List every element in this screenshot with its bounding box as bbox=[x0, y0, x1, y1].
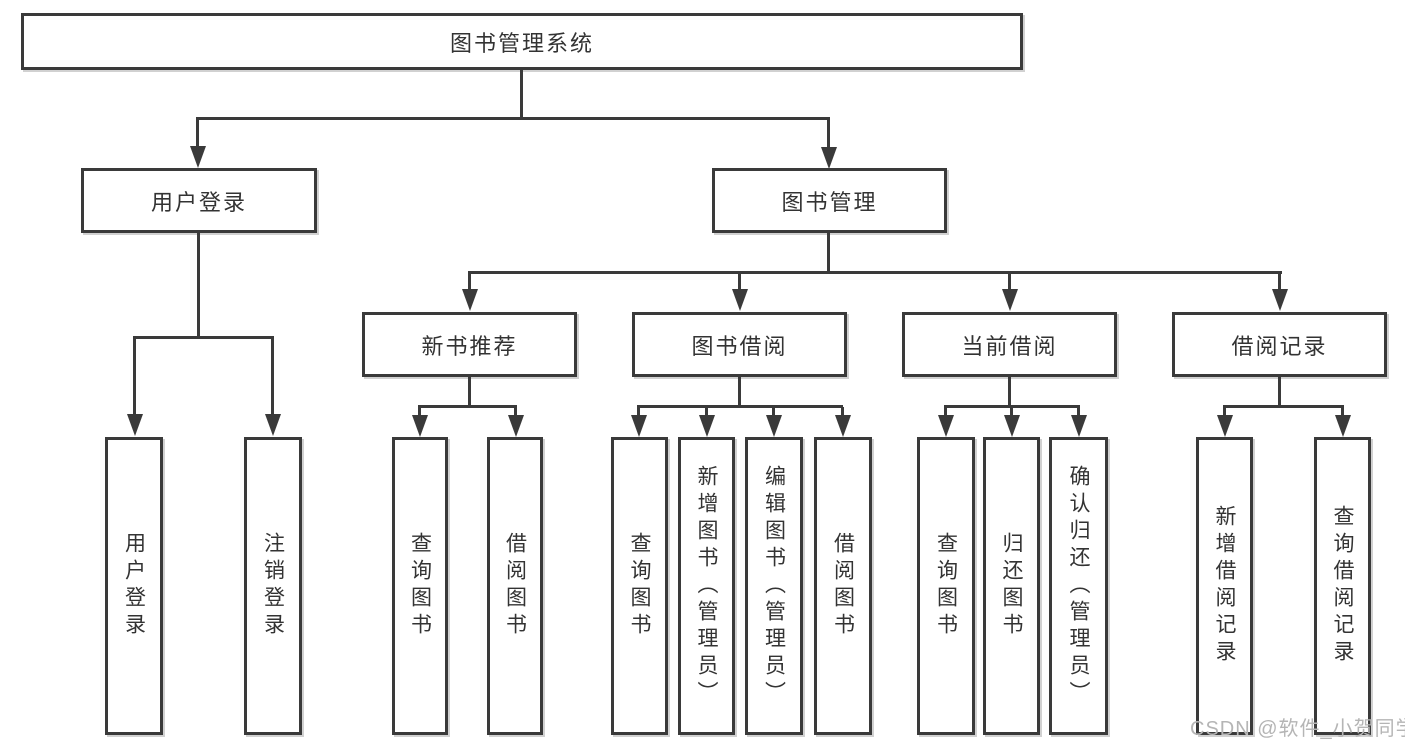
arrow-head-icon bbox=[189, 146, 206, 168]
arrow-stem bbox=[841, 407, 844, 415]
connector-mgmt-split bbox=[468, 271, 1282, 274]
arrow-head-icon bbox=[731, 289, 748, 311]
node-user-login: 用户登录 bbox=[81, 168, 317, 233]
arrow-down-to-br-query bbox=[1334, 407, 1351, 437]
leaf-nb-query-books: 查询图书 bbox=[392, 437, 448, 735]
arrow-head-icon bbox=[1334, 415, 1351, 437]
connector-root-stem bbox=[520, 70, 523, 119]
arrow-down-to-user-login bbox=[189, 119, 206, 168]
arrow-down-to-bb-query bbox=[630, 407, 647, 437]
node-new-book-recommend: 新书推荐 bbox=[362, 312, 577, 377]
leaf-bb-edit-books-admin: 编辑图书（管理员） bbox=[745, 437, 803, 735]
arrow-stem bbox=[271, 338, 274, 414]
node-book-management: 图书管理 bbox=[712, 168, 947, 233]
csdn-watermark: CSDN @软件_小贺同学 bbox=[1190, 718, 1405, 740]
arrow-head-icon bbox=[937, 415, 954, 437]
arrow-down-to-bb-borrow bbox=[834, 407, 851, 437]
arrow-stem bbox=[738, 273, 741, 289]
connector-current-borrow-split bbox=[944, 405, 1080, 408]
arrow-down-to-leaf-user-login bbox=[126, 338, 143, 436]
leaf-cb-confirm-return-admin: 确认归还（管理员） bbox=[1049, 437, 1108, 735]
leaf-bb-borrow-books: 借阅图书 bbox=[814, 437, 872, 735]
arrow-down-to-bb-edit bbox=[765, 407, 782, 437]
arrow-stem bbox=[133, 338, 136, 414]
leaf-cb-return-books: 归还图书 bbox=[983, 437, 1040, 735]
leaf-user-login: 用户登录 bbox=[105, 437, 163, 735]
arrow-head-icon bbox=[461, 289, 478, 311]
arrow-stem bbox=[514, 407, 517, 415]
connector-book-borrow-stem bbox=[738, 377, 741, 407]
node-root-library-management-system: 图书管理系统 bbox=[21, 13, 1023, 70]
connector-borrow-records-split bbox=[1223, 405, 1344, 408]
arrow-down-to-book-mgmt bbox=[820, 119, 837, 169]
arrow-head-icon bbox=[264, 414, 281, 436]
arrow-stem bbox=[418, 407, 421, 415]
leaf-bb-add-books-admin: 新增图书（管理员） bbox=[678, 437, 735, 735]
arrow-stem bbox=[1010, 407, 1013, 415]
connector-borrow-records-stem bbox=[1278, 377, 1281, 407]
connector-mgmt-stem bbox=[827, 233, 830, 273]
arrow-down-to-br-add bbox=[1216, 407, 1233, 437]
arrow-stem bbox=[772, 407, 775, 415]
node-current-borrowing: 当前借阅 bbox=[902, 312, 1117, 377]
connector-new-books-stem bbox=[468, 377, 471, 407]
arrow-stem bbox=[827, 119, 830, 147]
arrow-down-to-borrow-records bbox=[1271, 273, 1288, 311]
arrow-down-to-bb-add bbox=[698, 407, 715, 437]
leaf-logout: 注销登录 bbox=[244, 437, 302, 735]
arrow-head-icon bbox=[411, 415, 428, 437]
arrow-down-to-nb-borrow bbox=[507, 407, 524, 437]
arrow-head-icon bbox=[834, 415, 851, 437]
leaf-br-query-record: 查询借阅记录 bbox=[1314, 437, 1371, 735]
leaf-nb-borrow-books: 借阅图书 bbox=[487, 437, 543, 735]
arrow-head-icon bbox=[126, 414, 143, 436]
arrow-head-icon bbox=[820, 147, 837, 169]
arrow-head-icon bbox=[507, 415, 524, 437]
arrow-down-to-cb-return bbox=[1003, 407, 1020, 437]
arrow-head-icon bbox=[1003, 415, 1020, 437]
node-borrowing-records: 借阅记录 bbox=[1172, 312, 1387, 377]
connector-current-borrow-stem bbox=[1008, 377, 1011, 407]
arrow-stem bbox=[1077, 407, 1080, 415]
arrow-head-icon bbox=[630, 415, 647, 437]
connector-user-split bbox=[133, 336, 274, 339]
arrow-down-to-cb-query bbox=[937, 407, 954, 437]
arrow-down-to-current-borrow bbox=[1001, 273, 1018, 311]
arrow-stem bbox=[944, 407, 947, 415]
arrow-down-to-nb-query bbox=[411, 407, 428, 437]
connector-new-books-split bbox=[418, 405, 517, 408]
arrow-stem bbox=[196, 119, 199, 146]
leaf-cb-query-books: 查询图书 bbox=[917, 437, 975, 735]
arrow-stem bbox=[1223, 407, 1226, 415]
arrow-head-icon bbox=[1216, 415, 1233, 437]
arrow-stem bbox=[705, 407, 708, 415]
connector-book-borrow-split bbox=[637, 405, 843, 408]
arrow-down-to-book-borrow bbox=[731, 273, 748, 311]
node-book-borrowing: 图书借阅 bbox=[632, 312, 847, 377]
arrow-head-icon bbox=[1001, 289, 1018, 311]
arrow-down-to-cb-confirm bbox=[1070, 407, 1087, 437]
connector-level1-split bbox=[196, 117, 830, 120]
arrow-head-icon bbox=[1070, 415, 1087, 437]
arrow-down-to-leaf-logout bbox=[264, 338, 281, 436]
arrow-stem bbox=[637, 407, 640, 415]
arrow-head-icon bbox=[1271, 289, 1288, 311]
leaf-bb-query-books: 查询图书 bbox=[611, 437, 668, 735]
arrow-stem bbox=[1008, 273, 1011, 289]
connector-user-stem bbox=[197, 233, 200, 338]
arrow-head-icon bbox=[765, 415, 782, 437]
arrow-down-to-new-books bbox=[461, 273, 478, 311]
arrow-head-icon bbox=[698, 415, 715, 437]
arrow-stem bbox=[468, 273, 471, 289]
leaf-br-add-record: 新增借阅记录 bbox=[1196, 437, 1253, 735]
arrow-stem bbox=[1341, 407, 1344, 415]
arrow-stem bbox=[1278, 273, 1281, 289]
